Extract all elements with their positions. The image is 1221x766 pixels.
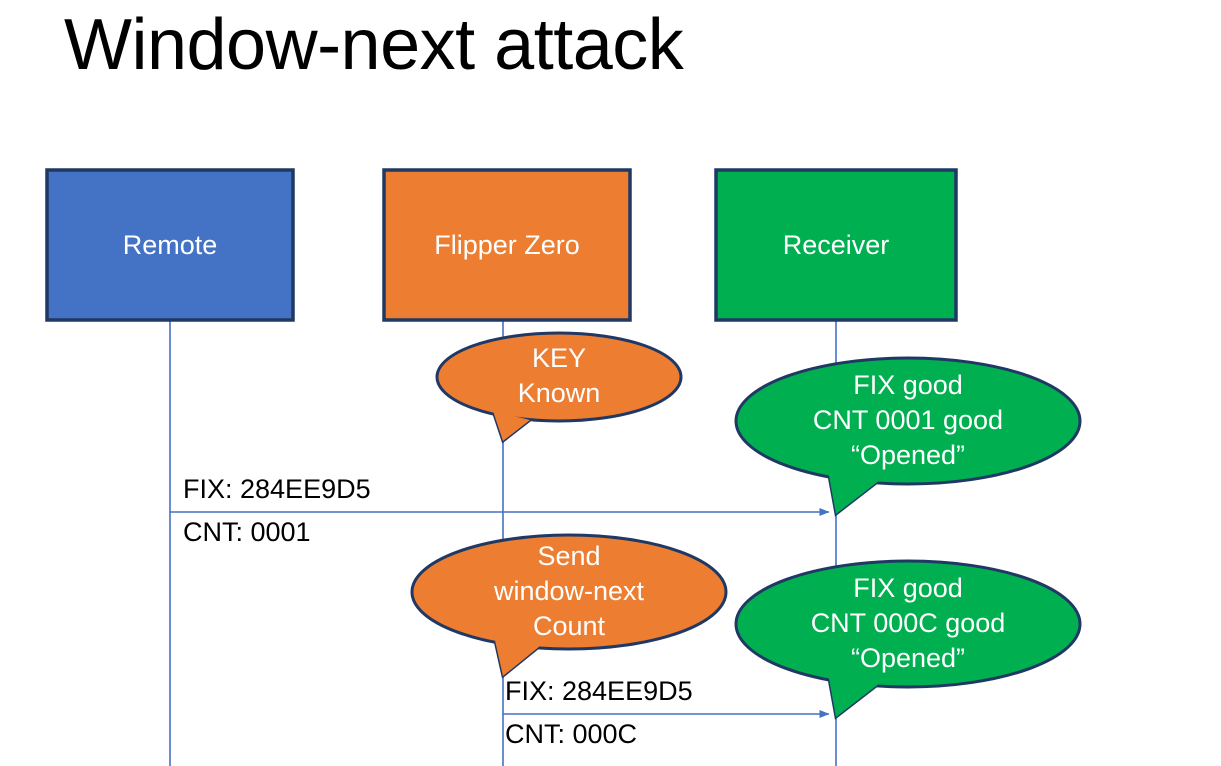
message-1-label-above: FIX: 284EE9D5 — [183, 474, 371, 504]
callout-send-window-next[interactable] — [410, 533, 728, 679]
callout-receiver-ok-2-text: FIX good CNT 000C good “Opened” — [736, 571, 1080, 676]
callout-send-window-next-line-2: window-next — [493, 576, 645, 606]
callout-receiver-ok-1-line-1: FIX good — [853, 370, 963, 400]
callout-receiver-ok-1-text: FIX good CNT 0001 good “Opened” — [736, 368, 1080, 473]
page-title: Window-next attack — [64, 5, 684, 85]
callout-receiver-ok-1-line-3: “Opened” — [850, 440, 966, 470]
callout-receiver-ok-2-line-1: FIX good — [853, 573, 963, 603]
callout-receiver-ok-2-line-2: CNT 000C good — [810, 608, 1006, 638]
callout-receiver-ok-1[interactable] — [734, 356, 1082, 517]
actor-box-remote[interactable] — [45, 168, 295, 322]
message-2-label-above: FIX: 284EE9D5 — [505, 676, 693, 706]
callout-key-known[interactable] — [435, 331, 683, 444]
callout-key-known-text: KEY Known — [437, 341, 681, 411]
actor-label-remote: Remote — [122, 230, 218, 260]
message-1-label-below: CNT: 0001 — [183, 517, 311, 547]
callout-send-window-next-line-3: Count — [532, 611, 606, 641]
actor-box-flipper[interactable] — [382, 168, 632, 322]
callout-send-window-next-line-1: Send — [537, 541, 601, 571]
callout-key-known-line-2: Known — [517, 378, 601, 408]
actor-box-receiver[interactable] — [714, 168, 958, 322]
actor-label-flipper: Flipper Zero — [434, 230, 580, 260]
callout-key-known-line-1: KEY — [531, 343, 587, 373]
callout-receiver-ok-2-line-3: “Opened” — [850, 643, 966, 673]
callout-receiver-ok-1-line-2: CNT 0001 good — [812, 405, 1004, 435]
actor-label-receiver: Receiver — [782, 230, 890, 260]
message-2-label-below: CNT: 000C — [505, 719, 638, 749]
callout-receiver-ok-2[interactable] — [734, 559, 1082, 720]
callout-send-window-next-text: Send window-next Count — [412, 539, 726, 644]
